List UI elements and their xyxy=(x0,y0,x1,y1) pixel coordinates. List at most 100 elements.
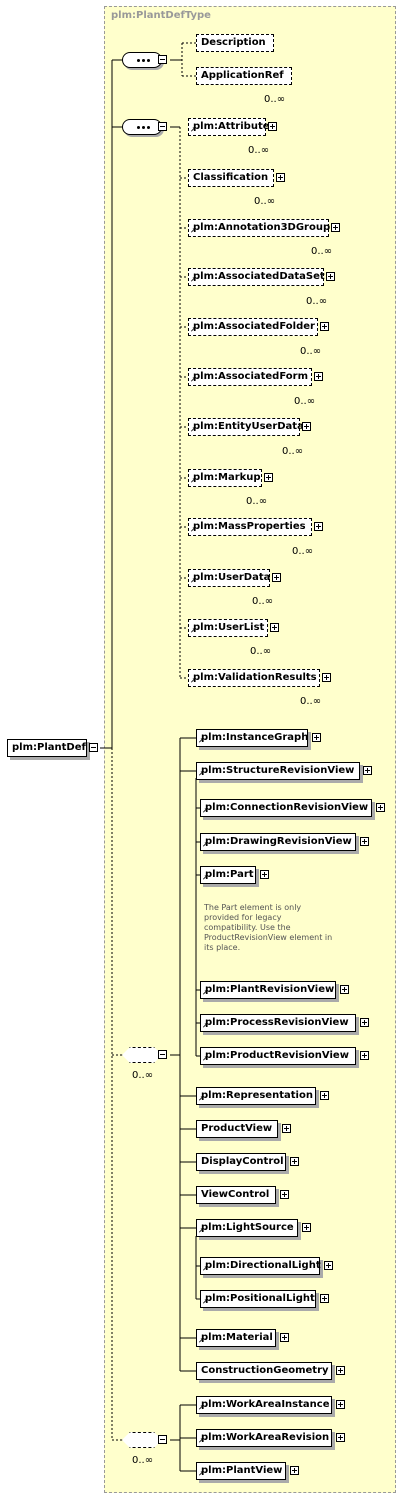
expand-icon[interactable] xyxy=(264,473,273,482)
expand-icon[interactable] xyxy=(324,1261,333,1270)
choice-compositor-icon xyxy=(122,1047,162,1063)
cardinality-label: 0..∞ xyxy=(300,346,322,357)
ref-arrow-icon: ↗ xyxy=(198,1227,204,1235)
expand-icon[interactable] xyxy=(268,122,277,131)
element-plant-revision-view[interactable]: ↗plm:PlantRevisionView xyxy=(200,981,336,999)
choice-compositor-icon xyxy=(122,1432,162,1448)
element-instance-graph[interactable]: ↗plm:InstanceGraph xyxy=(196,729,308,747)
expand-icon[interactable] xyxy=(360,1051,369,1060)
element-light-source[interactable]: ↗plm:LightSource xyxy=(196,1219,298,1237)
collapse-icon[interactable] xyxy=(89,743,98,752)
ref-arrow-icon: ↗ xyxy=(202,841,208,849)
cardinality-label: 0..∞ xyxy=(282,446,304,457)
element-markup[interactable]: ↗plm:Markup xyxy=(188,469,265,490)
expand-icon[interactable] xyxy=(360,837,369,846)
plant-def-type-box: plm:PlantDefType xyxy=(104,6,396,1493)
ref-arrow-icon: ↗ xyxy=(198,770,204,778)
collapse-icon[interactable] xyxy=(158,1435,167,1444)
element-description[interactable]: Description xyxy=(196,34,274,52)
expand-icon[interactable] xyxy=(363,766,372,775)
ref-arrow-icon: ↗ xyxy=(202,1298,208,1306)
cardinality-label: 0..∞ xyxy=(254,196,276,207)
element-associated-form[interactable]: ↗plm:AssociatedForm xyxy=(188,368,315,389)
expand-icon[interactable] xyxy=(322,673,331,682)
collapse-icon[interactable] xyxy=(158,55,167,64)
element-product-revision-view[interactable]: ↗plm:ProductRevisionView xyxy=(200,1047,356,1065)
expand-icon[interactable] xyxy=(320,1091,329,1100)
expand-icon[interactable] xyxy=(260,870,269,879)
expand-icon[interactable] xyxy=(282,1124,291,1133)
expand-icon[interactable] xyxy=(331,223,340,232)
ref-arrow-icon: ↗ xyxy=(202,1022,208,1030)
element-process-revision-view[interactable]: ↗plm:ProcessRevisionView xyxy=(200,1014,356,1032)
ref-arrow-icon: ↗ xyxy=(202,1265,208,1273)
ref-arrow-icon: ↗ xyxy=(198,1470,204,1478)
expand-icon[interactable] xyxy=(320,322,329,331)
sequence-compositor-icon xyxy=(122,119,162,135)
expand-icon[interactable] xyxy=(360,1018,369,1027)
expand-icon[interactable] xyxy=(340,985,349,994)
cardinality-label: 0..∞ xyxy=(132,1070,154,1081)
element-attribute[interactable]: ↗plm:Attribute xyxy=(188,118,270,139)
element-plant-view[interactable]: ↗plm:PlantView xyxy=(196,1462,286,1480)
ref-arrow-icon: ↗ xyxy=(190,326,196,334)
element-mass-properties[interactable]: ↗plm:MassProperties xyxy=(188,518,315,539)
element-view-control[interactable]: ViewControl xyxy=(196,1186,276,1204)
element-display-control[interactable]: DisplayControl xyxy=(196,1153,286,1171)
element-work-area-revision[interactable]: ↗plm:WorkAreaRevision xyxy=(196,1429,332,1447)
ref-arrow-icon: ↗ xyxy=(202,1055,208,1063)
expand-icon[interactable] xyxy=(314,372,323,381)
expand-icon[interactable] xyxy=(276,173,285,182)
expand-icon[interactable] xyxy=(336,1433,345,1442)
ref-arrow-icon: ↗ xyxy=(198,737,204,745)
expand-icon[interactable] xyxy=(320,1294,329,1303)
expand-icon[interactable] xyxy=(290,1157,299,1166)
element-application-ref[interactable]: ApplicationRef xyxy=(196,67,295,88)
element-representation[interactable]: ↗plm:Representation xyxy=(196,1087,316,1105)
element-positional-light[interactable]: ↗plm:PositionalLight xyxy=(200,1290,316,1308)
element-user-list[interactable]: ↗plm:UserList xyxy=(188,619,271,640)
expand-icon[interactable] xyxy=(280,1190,289,1199)
expand-icon[interactable] xyxy=(376,803,385,812)
element-connection-revision-view[interactable]: ↗plm:ConnectionRevisionView xyxy=(200,799,372,817)
element-work-area-instance[interactable]: ↗plm:WorkAreaInstance xyxy=(196,1396,332,1414)
element-product-view[interactable]: ProductView xyxy=(196,1120,278,1138)
expand-icon[interactable] xyxy=(270,623,279,632)
element-associated-data-set[interactable]: ↗plm:AssociatedDataSet xyxy=(188,268,327,289)
element-directional-light[interactable]: ↗plm:DirectionalLight xyxy=(200,1257,321,1275)
cardinality-label: 0..∞ xyxy=(132,1455,154,1466)
expand-icon[interactable] xyxy=(336,1400,345,1409)
cardinality-label: 0..∞ xyxy=(306,296,328,307)
element-classification[interactable]: Classification xyxy=(188,169,277,190)
ref-arrow-icon: ↗ xyxy=(202,989,208,997)
root-element-plant-def[interactable]: plm:PlantDef xyxy=(7,739,87,757)
element-associated-folder[interactable]: ↗plm:AssociatedFolder xyxy=(188,318,321,339)
expand-icon[interactable] xyxy=(290,1466,299,1475)
expand-icon[interactable] xyxy=(302,1223,311,1232)
element-material[interactable]: ↗plm:Material xyxy=(196,1329,276,1347)
part-annotation: The Part element is only provided for le… xyxy=(204,903,333,952)
cardinality-label: 0..∞ xyxy=(246,496,268,507)
element-validation-results[interactable]: ↗plm:ValidationResults xyxy=(188,669,323,690)
element-part[interactable]: ↗plm:Part xyxy=(200,866,256,884)
ref-arrow-icon: ↗ xyxy=(190,526,196,534)
ref-arrow-icon: ↗ xyxy=(198,1437,204,1445)
expand-icon[interactable] xyxy=(336,1366,345,1375)
expand-icon[interactable] xyxy=(280,1333,289,1342)
element-annotation3d-group[interactable]: ↗plm:Annotation3DGroup xyxy=(188,219,332,240)
collapse-icon[interactable] xyxy=(158,1050,167,1059)
expand-icon[interactable] xyxy=(302,422,311,431)
expand-icon[interactable] xyxy=(326,272,335,281)
element-drawing-revision-view[interactable]: ↗plm:DrawingRevisionView xyxy=(200,833,356,851)
expand-icon[interactable] xyxy=(312,733,321,742)
element-entity-user-data[interactable]: ↗plm:EntityUserData xyxy=(188,418,304,439)
cardinality-label: 0..∞ xyxy=(248,145,270,156)
element-structure-revision-view[interactable]: ↗plm:StructureRevisionView xyxy=(196,762,360,780)
element-construction-geometry[interactable]: ConstructionGeometry xyxy=(196,1362,332,1380)
element-user-data[interactable]: ↗plm:UserData xyxy=(188,569,273,590)
expand-icon[interactable] xyxy=(272,573,281,582)
expand-icon[interactable] xyxy=(314,522,323,531)
collapse-icon[interactable] xyxy=(158,122,167,131)
ref-arrow-icon: ↗ xyxy=(198,1337,204,1345)
ref-arrow-icon: ↗ xyxy=(202,874,208,882)
